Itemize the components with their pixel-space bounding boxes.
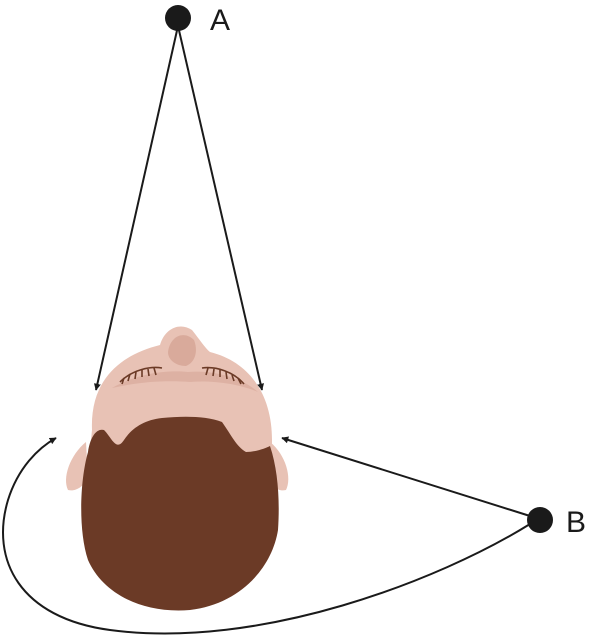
arrow-a-to-right-eye	[177, 25, 264, 391]
arrow-a-to-left-eye	[93, 25, 179, 391]
left-ear	[66, 442, 88, 491]
nose	[168, 335, 196, 366]
brow-shadow	[112, 371, 258, 392]
arrow-b-to-right-ear	[281, 436, 531, 517]
point-b-label: B	[566, 506, 586, 539]
head-top-view-icon	[66, 326, 289, 611]
hair	[81, 416, 279, 611]
point-a-marker	[165, 5, 191, 31]
right-eyelashes	[201, 366, 245, 385]
left-eyelashes	[119, 366, 163, 385]
point-a-label: A	[210, 4, 230, 37]
arrow-b-around-to-left-ear	[2, 437, 531, 635]
point-b-marker	[527, 507, 553, 533]
